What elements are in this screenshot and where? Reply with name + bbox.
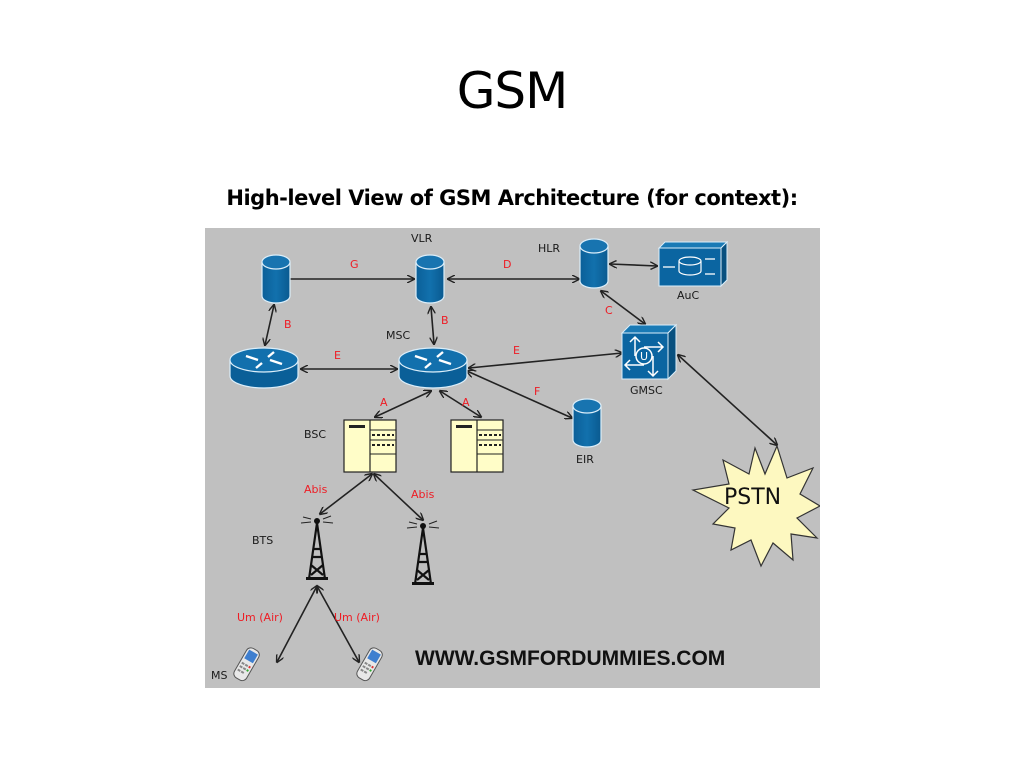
interface-e-right-label: E <box>513 344 520 357</box>
auc-server-icon <box>657 240 729 288</box>
gsm-architecture-diagram: U <box>205 228 820 688</box>
bts-left-tower-icon <box>300 515 334 580</box>
link-um-right <box>317 586 359 662</box>
interface-a-right-label: A <box>462 396 470 409</box>
diagram-canvas: U <box>229 238 820 682</box>
interface-c-label: C <box>605 304 613 317</box>
interface-um-right-label: Um (Air) <box>334 611 380 624</box>
msc-left-router-icon <box>229 347 299 389</box>
watermark-url: WWW.GSMFORDUMMIES.COM <box>415 647 726 670</box>
gmsc-label: GMSC <box>630 384 663 397</box>
auc-label: AuC <box>677 289 700 302</box>
interface-um-left-label: Um (Air) <box>237 611 283 624</box>
interface-g-label: G <box>350 258 359 271</box>
link-a-right <box>440 391 481 417</box>
msc-router-icon <box>398 347 468 389</box>
link-hlr-auc <box>610 264 657 266</box>
interface-e-left-label: E <box>334 349 341 362</box>
svg-text:U: U <box>640 350 648 363</box>
hlr-database-icon <box>579 238 609 289</box>
link-abis-right <box>374 474 423 520</box>
bsc-label: BSC <box>304 428 327 441</box>
vlr-label: VLR <box>411 232 433 245</box>
ms-right-phone-icon <box>356 647 383 682</box>
link-c <box>601 291 645 324</box>
interface-abis-right-label: Abis <box>411 488 435 501</box>
interface-b-left-label: B <box>284 318 292 331</box>
links <box>264 264 777 662</box>
pstn-label: PSTN <box>724 485 782 510</box>
hlr-label: HLR <box>538 242 561 255</box>
vlr-database-icon <box>415 254 445 304</box>
interface-d-label: D <box>503 258 512 271</box>
bts-label: BTS <box>252 534 274 547</box>
ms-left-phone-icon <box>233 647 260 682</box>
bsc-right-controller-icon <box>450 419 504 473</box>
bts-right-tower-icon <box>406 520 440 585</box>
interface-a-left-label: A <box>380 396 388 409</box>
link-a-left <box>375 391 431 417</box>
eir-label: EIR <box>576 453 594 466</box>
interface-b-right-label: B <box>441 314 449 327</box>
interface-f-label: F <box>534 385 541 398</box>
link-um-left <box>277 586 317 662</box>
link-b-left <box>265 305 274 345</box>
link-f <box>467 371 572 418</box>
eir-database-icon <box>572 398 602 448</box>
slide-subtitle: High-level View of GSM Architecture (for… <box>226 186 798 210</box>
msc-label: MSC <box>386 329 411 342</box>
gmsc-switch-icon: U <box>620 323 678 381</box>
link-b-right <box>431 307 434 344</box>
interface-abis-left-label: Abis <box>304 483 328 496</box>
pstn-burst-icon <box>691 444 820 568</box>
link-abis-left <box>320 474 372 514</box>
slide-title: GSM <box>456 62 569 120</box>
vlr-left-database-icon <box>261 254 291 304</box>
link-gmsc-pstn <box>678 355 777 445</box>
link-e-right <box>469 353 622 368</box>
ms-label: MS <box>211 669 228 682</box>
bsc-left-controller-icon <box>343 419 397 473</box>
